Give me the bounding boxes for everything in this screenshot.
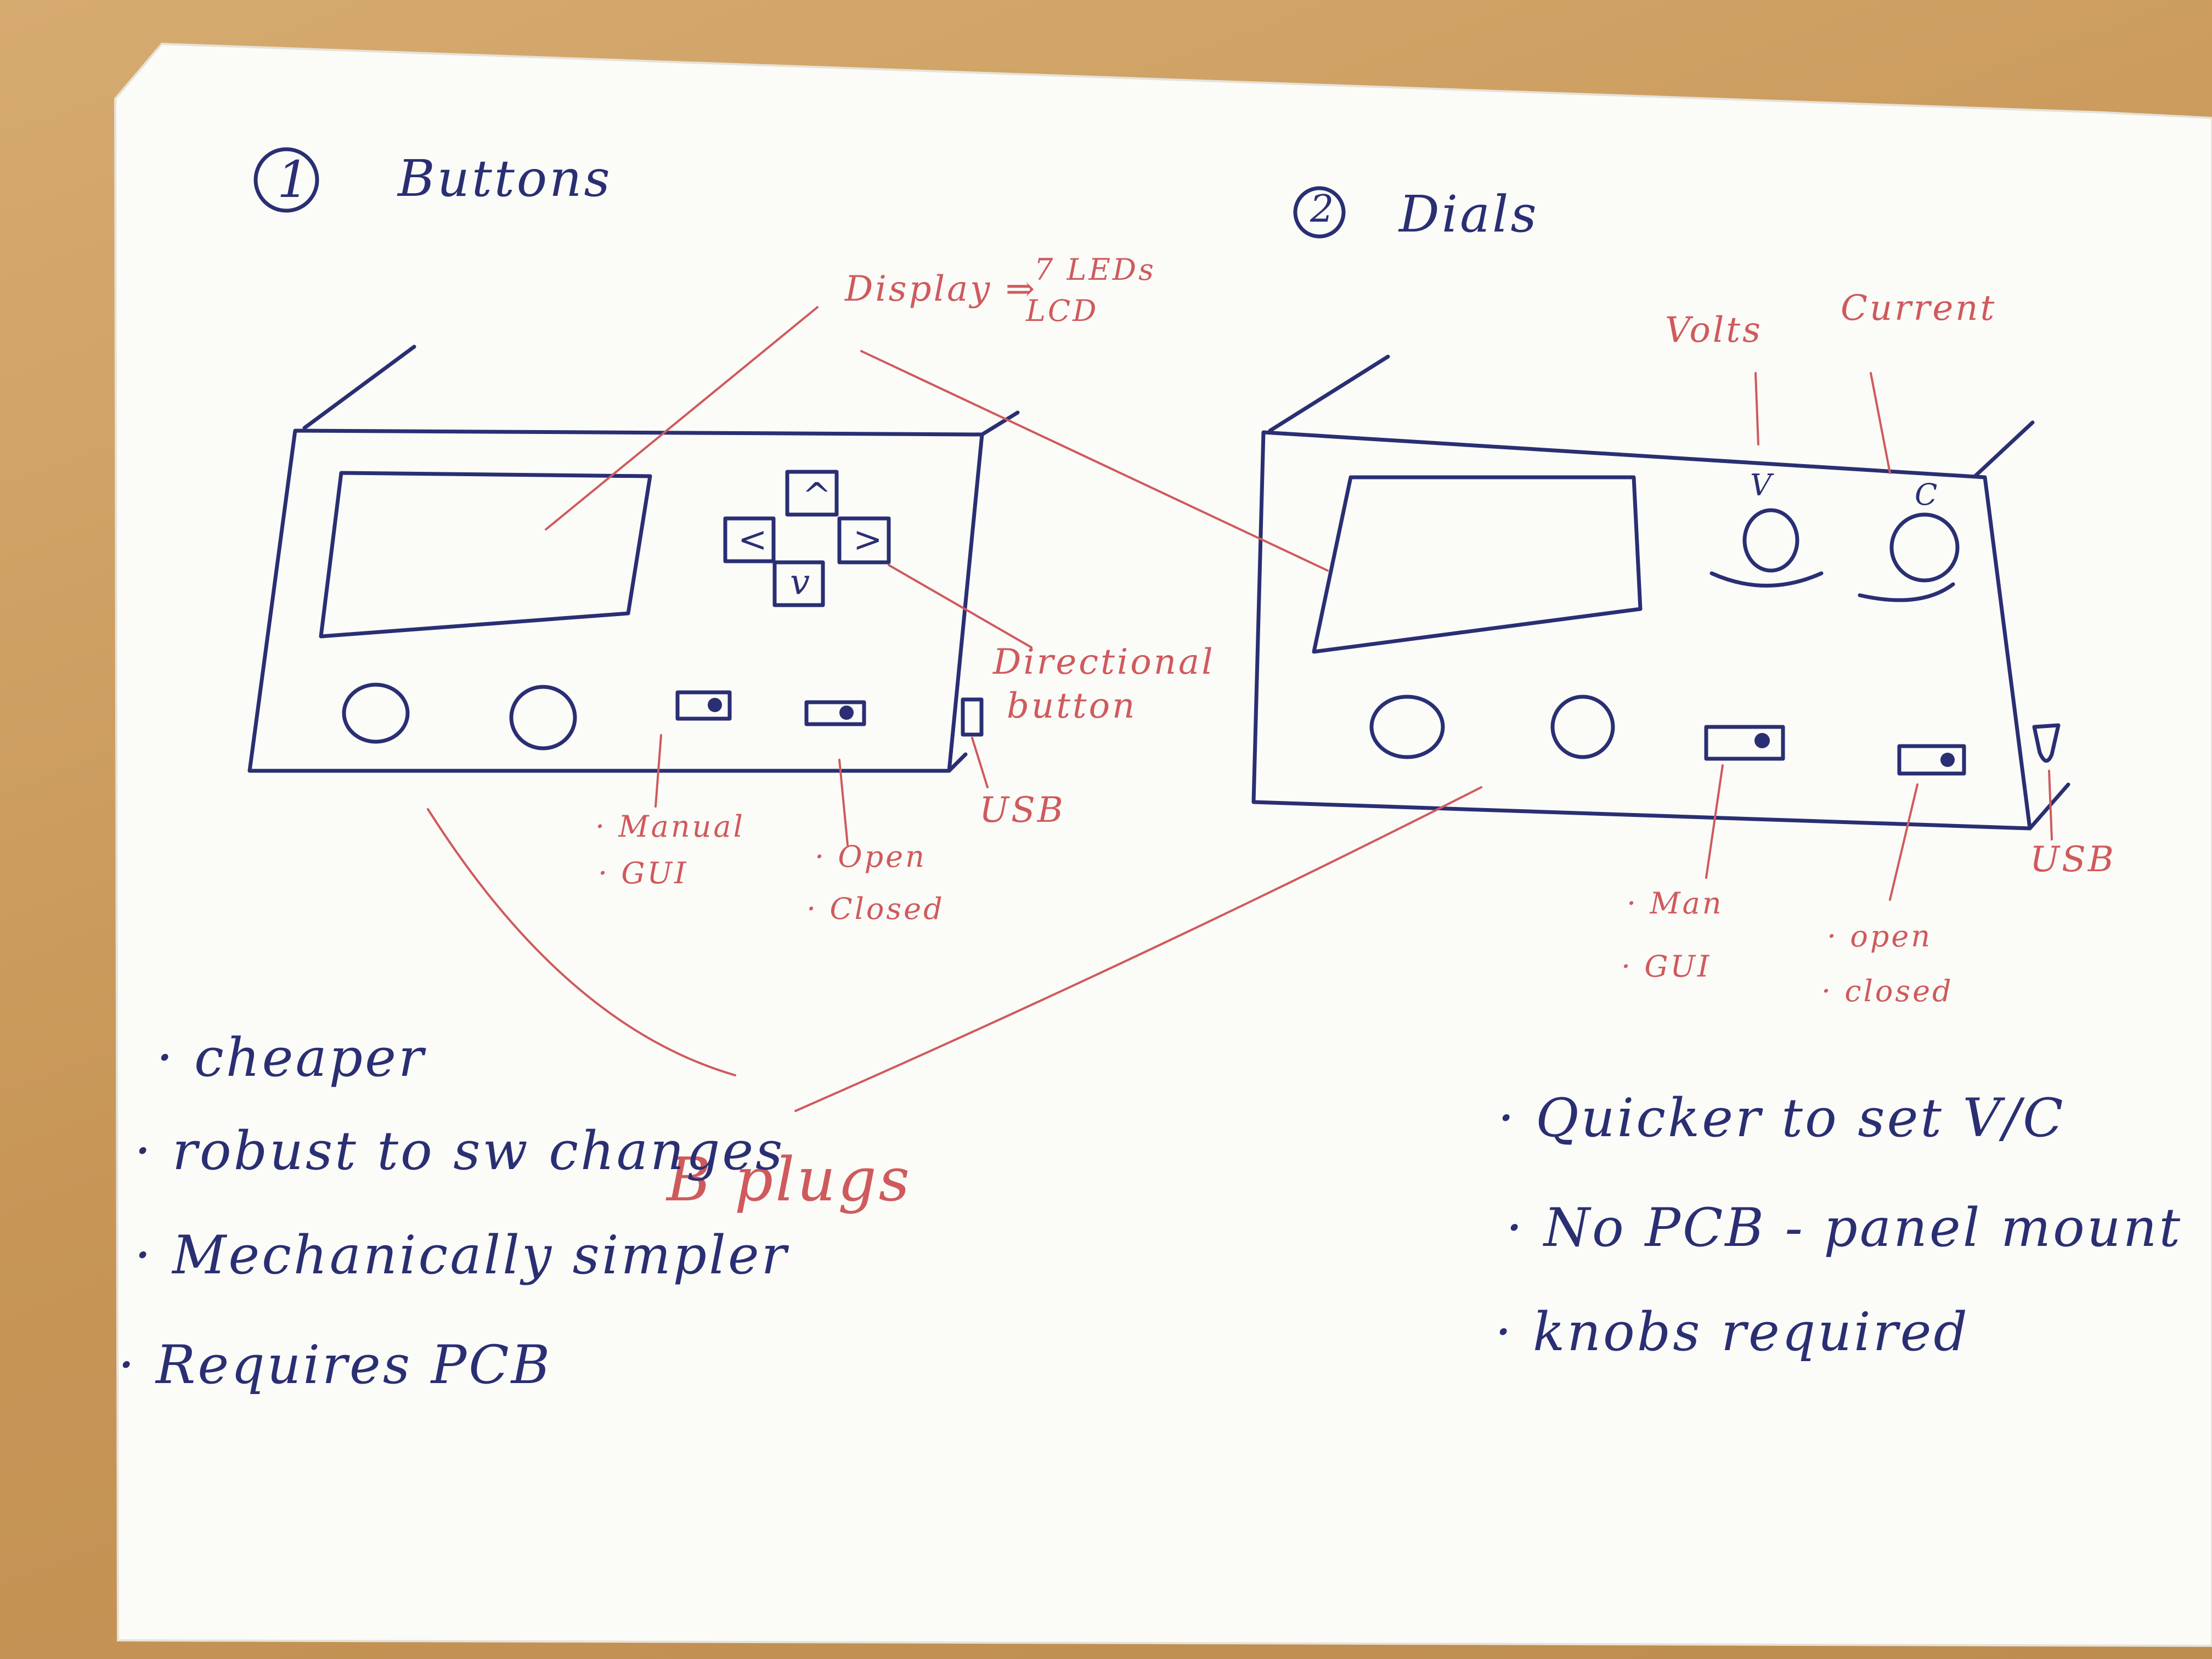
option2-title: Dials	[1399, 185, 1539, 244]
device1-round-button-1	[342, 682, 410, 744]
plugs-pointer-2	[794, 786, 1482, 1112]
display-pointer-2	[860, 350, 1329, 572]
option2-note-2: · No PCB - panel mount	[1506, 1197, 2183, 1259]
switch4-label-open: · open	[1827, 919, 1933, 953]
device1-depth-bottom	[947, 752, 968, 773]
device1-switch-1	[675, 690, 732, 721]
plugs-pointer-1	[427, 808, 736, 1076]
usb-pointer-2	[2048, 770, 2053, 840]
option2-note-3: · knobs required	[1495, 1301, 1970, 1363]
current-dial-mark: C	[1915, 477, 1940, 512]
usb-label-1: USB	[979, 790, 1065, 831]
option1-note-1: · cheaper	[156, 1027, 426, 1088]
current-dial	[1889, 512, 1960, 583]
option1-note-4: · Requires PCB	[118, 1334, 552, 1396]
option1-title: Buttons	[398, 149, 612, 208]
switch1-label-manual: · Manual	[595, 809, 745, 844]
option1-note-3: · Mechanically simpler	[134, 1224, 789, 1286]
arrow-key-right-label: >	[853, 520, 885, 560]
option1-number: 1	[277, 150, 312, 209]
switch2-label-closed: · Closed	[806, 891, 945, 926]
volts-label: Volts	[1665, 310, 1763, 351]
arrow-key-up-label: ^	[802, 476, 834, 516]
display-note: Display ⇒	[845, 269, 1037, 309]
device2-switch-1	[1704, 725, 1785, 761]
shared-note-b-plugs: B plugs	[667, 1144, 912, 1215]
device1-depth-right	[980, 410, 1020, 437]
directional-pointer	[888, 564, 1032, 648]
device1-round-button-2	[509, 685, 577, 751]
switch3-label-gui: · GUI	[1621, 949, 1712, 984]
device2-switch-2	[1897, 744, 1966, 776]
arrow-key-up	[785, 470, 839, 517]
display-option-lcd: LCD	[1026, 294, 1099, 328]
switch2-label-open: · Open	[815, 839, 927, 874]
directional-label-line2: button	[1007, 686, 1137, 726]
option2-number-circle	[1293, 186, 1346, 239]
switch4-label-closed: · closed	[1821, 974, 1954, 1008]
option2-note-1: · Quicker to set V/C	[1498, 1087, 2066, 1149]
device2-depth-bottom	[2028, 782, 2070, 831]
usb-pointer-1	[971, 737, 989, 788]
option1-note-2: · robust to sw changes	[134, 1120, 785, 1182]
usb-label-2: USB	[2030, 839, 2116, 880]
device1-display	[319, 471, 652, 639]
current-label: Current	[1841, 288, 1997, 329]
switch1-label-gui: · GUI	[598, 856, 689, 890]
switch2-pointer	[838, 759, 849, 846]
directional-label-line1: Directional	[993, 642, 1215, 682]
option1-number-circle	[253, 147, 319, 213]
arrow-key-down-label: v	[790, 562, 812, 603]
device1-switch-2	[804, 700, 866, 726]
arrow-key-left	[723, 516, 776, 563]
device2-round-button-2	[1550, 695, 1615, 759]
switch3-label-man: · Man	[1627, 886, 1724, 921]
device1-depth-left	[302, 345, 416, 430]
option2-number: 2	[1310, 188, 1336, 231]
switch3-pointer	[1705, 764, 1724, 879]
device2-display	[1312, 475, 1643, 654]
volts-dial-mark: V	[1750, 468, 1774, 503]
display-option-leds: 7 LEDs	[1034, 252, 1156, 287]
display-pointer-1	[545, 306, 819, 531]
device2-usb-port	[2032, 723, 2061, 763]
switch4-pointer	[1889, 783, 1918, 901]
arrow-key-right	[837, 516, 891, 565]
paper-sheet	[114, 42, 2212, 1647]
device2-round-button-1	[1369, 695, 1445, 759]
device2-depth-left	[1268, 354, 1390, 433]
current-pointer	[1870, 372, 1891, 474]
device2-depth-right	[1973, 420, 2035, 478]
volts-dial	[1742, 508, 1799, 573]
device1-usb-port	[961, 697, 984, 737]
switch1-pointer	[654, 734, 662, 808]
arrow-key-down	[772, 560, 825, 607]
volts-pointer	[1754, 372, 1759, 445]
arrow-key-left-label: <	[738, 520, 770, 560]
